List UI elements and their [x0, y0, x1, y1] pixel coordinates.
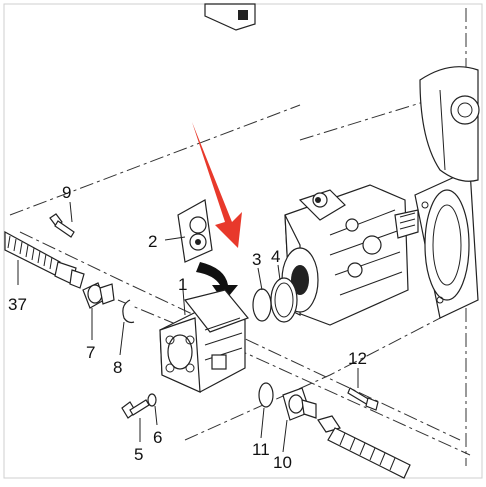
callout-9: 9 [62, 183, 71, 202]
callout-6: 6 [153, 428, 162, 447]
assembly-axis-bottom [184, 299, 476, 441]
part-4-o-ring-inner [274, 282, 294, 318]
bottom-braided-hose [317, 415, 411, 479]
highlight-red-arrow [192, 122, 242, 248]
part-5-screw [121, 399, 150, 419]
callout-3: 3 [252, 250, 261, 269]
assembly-axis-top-right [299, 99, 431, 141]
callout-11: 11 [252, 440, 270, 459]
callout-37: 37 [8, 295, 27, 314]
part-6-washer [147, 393, 157, 407]
flow-direction-arrow [196, 262, 238, 302]
assembly-axis-upper [9, 104, 301, 216]
part-8-retaining-ring [122, 299, 135, 324]
part-37-braided-hose [4, 230, 85, 289]
part-10-flange-fitting [282, 387, 317, 421]
callout-1: 1 [178, 275, 187, 294]
assembly-axis-lower [19, 231, 461, 441]
callout-2: 2 [148, 232, 157, 251]
motor-end-housing [419, 66, 480, 182]
main-hydraulic-pump [281, 184, 419, 326]
callout-12: 12 [348, 349, 367, 368]
part-9-bolt [49, 213, 75, 238]
callout-5: 5 [134, 445, 143, 464]
callout-7: 7 [86, 343, 95, 362]
callout-4: 4 [271, 247, 280, 266]
part-7-flange-fitting [82, 282, 115, 309]
part-1-gear-pump [159, 289, 249, 393]
part-3-o-ring [252, 288, 272, 322]
part-12-bolt [347, 387, 379, 411]
pump-housing-flange [414, 169, 479, 319]
assembly-axis-center [117, 299, 471, 456]
top-bracket-fragment [204, 3, 256, 31]
callout-8: 8 [113, 358, 122, 377]
leader-lines [17, 201, 359, 453]
callout-10: 10 [273, 453, 292, 472]
sheet-border [3, 3, 483, 479]
part-11-o-ring [258, 382, 274, 408]
part-2-coupling-plate [177, 199, 213, 263]
